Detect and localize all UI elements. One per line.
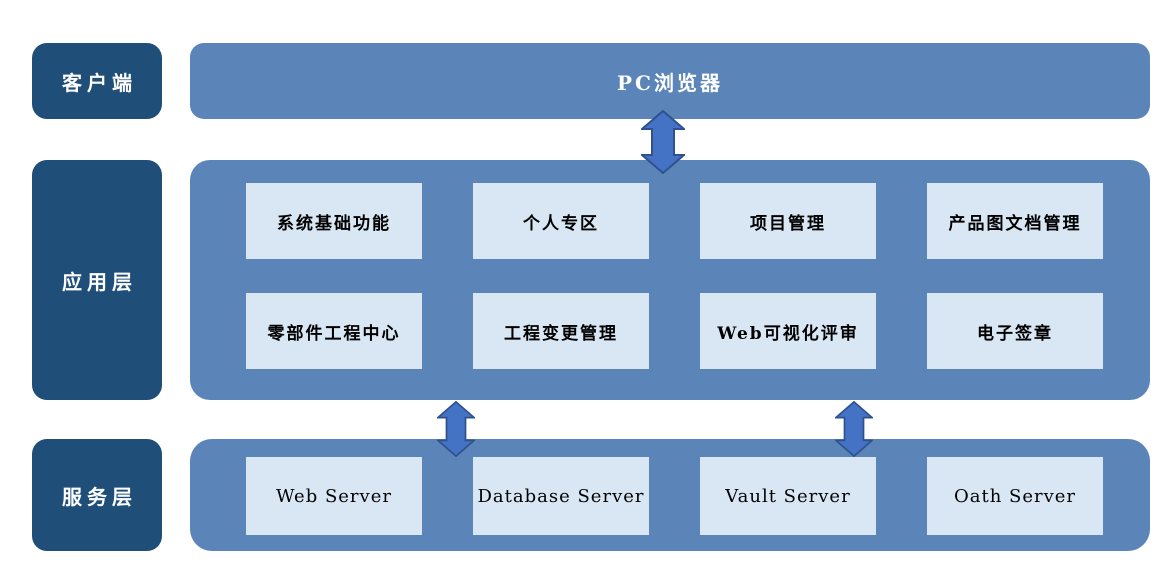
- double-vertical-arrow-icon: [641, 110, 685, 174]
- module-electronic-signature: 电子签章: [927, 293, 1103, 369]
- module-system-basics: 系统基础功能: [246, 183, 422, 259]
- pc-browser-label: PC浏览器: [617, 70, 723, 95]
- module-web-visual-review: Web可视化评审: [700, 293, 876, 369]
- application-band: 系统基础功能 个人专区 项目管理 产品图文档管理 零部件工程中心 工程变更管理 …: [190, 160, 1150, 400]
- module-change-management: 工程变更管理: [473, 293, 649, 369]
- double-vertical-arrow-icon: [835, 401, 873, 457]
- module-product-doc-mgmt: 产品图文档管理: [927, 183, 1103, 259]
- layer-label-client: 客户端: [32, 43, 162, 119]
- layer-label-service: 服务层: [32, 439, 162, 551]
- server-oath: Oath Server: [927, 457, 1103, 535]
- layer-label-application: 应用层: [32, 160, 162, 400]
- server-web: Web Server: [246, 457, 422, 535]
- server-vault: Vault Server: [700, 457, 876, 535]
- service-band: Web Server Database Server Vault Server …: [190, 439, 1150, 551]
- module-project-management: 项目管理: [700, 183, 876, 259]
- module-personal-zone: 个人专区: [473, 183, 649, 259]
- module-parts-engineering: 零部件工程中心: [246, 293, 422, 369]
- double-vertical-arrow-icon: [437, 401, 475, 457]
- server-database: Database Server: [473, 457, 649, 535]
- client-band: PC浏览器: [190, 43, 1150, 119]
